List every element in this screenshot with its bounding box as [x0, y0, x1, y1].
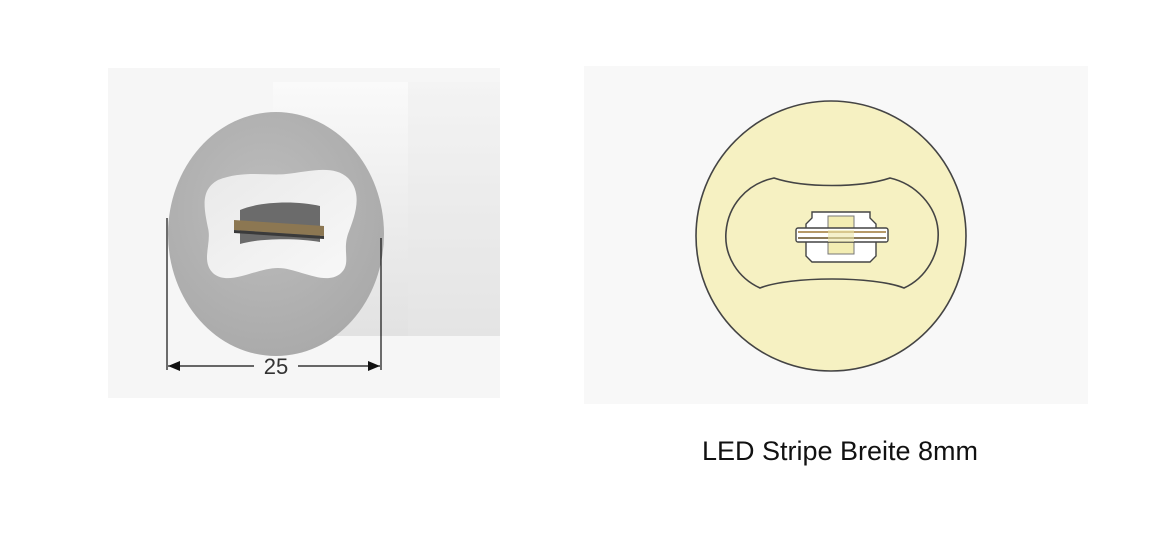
inner-channel-outline — [725, 177, 939, 289]
dimension-arrow-left — [168, 361, 180, 371]
dimension-arrow-right — [368, 361, 380, 371]
cross-section-diagram — [584, 66, 1088, 404]
tube-body-shadow — [408, 82, 500, 336]
tube-3d-illustration: 25 — [108, 68, 500, 398]
pcb-strip — [234, 220, 324, 236]
caption: LED Stripe Breite 8mm — [701, 436, 979, 466]
pcb-strip-edge — [234, 230, 324, 239]
led-chip-front — [828, 230, 854, 242]
dimension-label: 25 — [264, 354, 288, 379]
